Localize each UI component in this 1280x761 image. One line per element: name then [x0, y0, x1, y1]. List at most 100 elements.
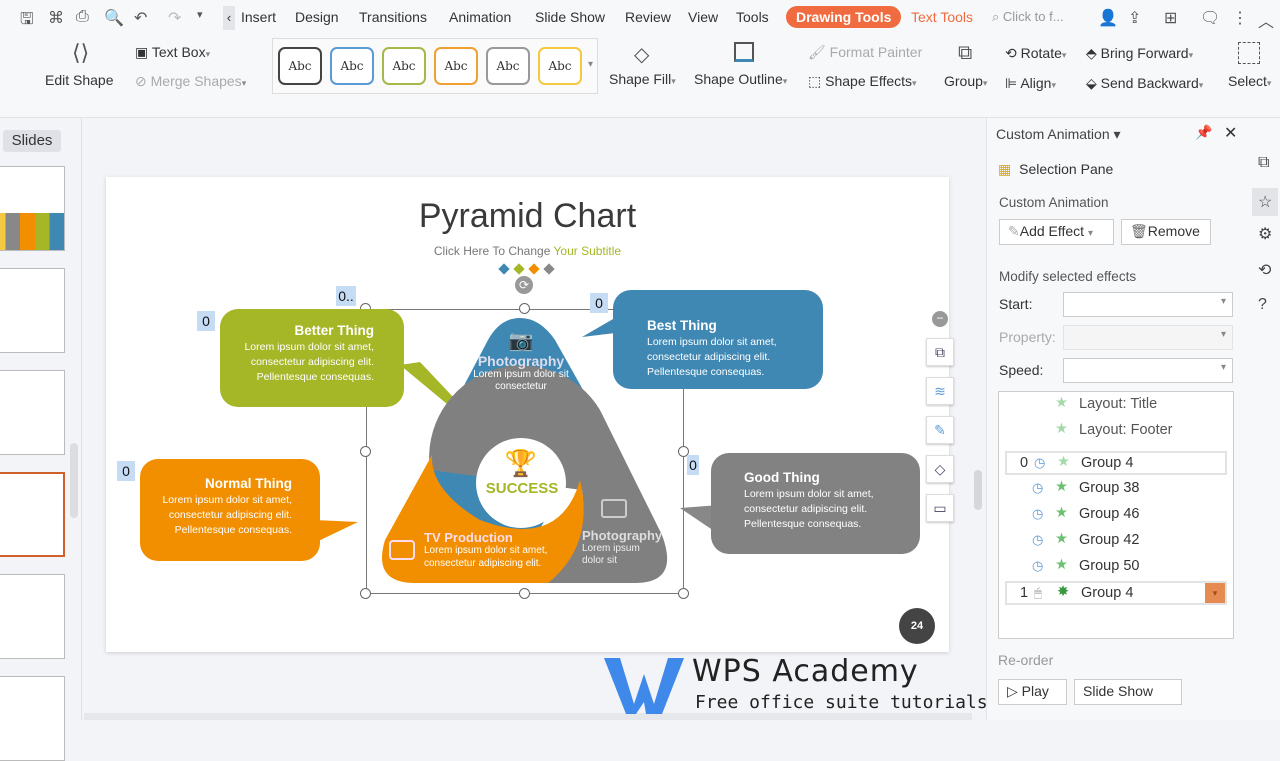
- text-box-button[interactable]: ▣ Text Box▾: [135, 44, 211, 60]
- custom-animation-star-icon[interactable]: ☆: [1252, 188, 1279, 216]
- resize-handle[interactable]: [678, 588, 689, 599]
- shape-effects-button[interactable]: ⬚ Shape Effects▾: [808, 73, 917, 89]
- animation-tag[interactable]: 0: [117, 461, 135, 481]
- slide-thumbnail-selected[interactable]: [0, 472, 65, 557]
- format-painter-button[interactable]: 🖌 Format Painter: [808, 44, 922, 61]
- tab-design[interactable]: Design: [295, 9, 339, 25]
- list-item[interactable]: 0◷★Group 4: [1005, 451, 1227, 475]
- slide-thumbnail[interactable]: [0, 676, 65, 761]
- fill-icon[interactable]: ◇: [926, 455, 954, 483]
- resize-handle[interactable]: [678, 446, 689, 457]
- comment-icon[interactable]: 🗨: [1200, 10, 1221, 27]
- style-swatch[interactable]: Abc: [382, 47, 426, 85]
- print-preview-icon[interactable]: 🔍: [104, 10, 124, 27]
- animation-tag[interactable]: 0: [197, 311, 215, 331]
- slide-thumbnail[interactable]: [0, 268, 65, 353]
- history-icon[interactable]: ⟲: [1258, 262, 1272, 279]
- property-select[interactable]: [1063, 325, 1233, 350]
- tab-text-tools[interactable]: Text Tools: [911, 9, 973, 25]
- bring-forward-button[interactable]: ⬘ Bring Forward▾: [1086, 45, 1194, 61]
- layers-icon[interactable]: ≋: [926, 377, 954, 405]
- help-icon[interactable]: ?: [1258, 296, 1267, 313]
- search-box[interactable]: ⌕ Click to f...: [992, 9, 1064, 25]
- edit-shape-button[interactable]: Edit Shape: [45, 72, 114, 88]
- animation-tag[interactable]: 0: [590, 293, 608, 313]
- merge-shapes-button[interactable]: ⊘ Merge Shapes▾: [135, 73, 247, 89]
- slide-title[interactable]: Pyramid Chart: [418, 197, 637, 235]
- add-note-icon[interactable]: ⊞: [1164, 10, 1178, 27]
- scroll-tabs-left-button[interactable]: ‹: [223, 6, 235, 30]
- list-item[interactable]: ◷★Group 46: [1005, 504, 1227, 526]
- speed-select[interactable]: [1063, 358, 1233, 383]
- slide-thumbnail[interactable]: [0, 574, 65, 659]
- slides-scrollbar[interactable]: [70, 443, 78, 518]
- list-item[interactable]: ◷★Group 42: [1005, 530, 1227, 552]
- slide-thumbnail[interactable]: [0, 370, 65, 455]
- resize-handle[interactable]: [360, 588, 371, 599]
- send-backward-button[interactable]: ⬙ Send Backward▾: [1086, 75, 1204, 91]
- share-user-icon[interactable]: 👤: [1098, 10, 1118, 27]
- tab-transitions[interactable]: Transitions: [359, 9, 427, 25]
- format-icon[interactable]: ⌘: [48, 10, 64, 27]
- export-icon[interactable]: ⇪: [1128, 10, 1142, 27]
- resize-handle[interactable]: [519, 588, 530, 599]
- more-icon[interactable]: ⋮: [1232, 10, 1248, 27]
- item-dropdown-button[interactable]: ▾: [1205, 583, 1225, 603]
- style-swatch[interactable]: Abc: [278, 47, 322, 85]
- list-item[interactable]: ★Layout: Title: [1005, 394, 1227, 416]
- tab-review[interactable]: Review: [625, 9, 671, 25]
- save-icon[interactable]: 🖫: [20, 11, 34, 28]
- shape-fill-button[interactable]: Shape Fill▾: [609, 71, 676, 87]
- list-item[interactable]: ★Layout: Footer: [1005, 420, 1227, 442]
- slide-thumbnail[interactable]: [0, 166, 65, 251]
- canvas-scrollbar[interactable]: [974, 470, 982, 510]
- resize-handle[interactable]: [519, 303, 530, 314]
- properties-icon[interactable]: ⚙: [1258, 226, 1273, 243]
- style-swatch[interactable]: Abc: [330, 47, 374, 85]
- group-button[interactable]: Group▾: [944, 73, 988, 89]
- collapse-toolbar-icon[interactable]: −: [932, 311, 948, 327]
- customize-icon[interactable]: ▾: [197, 9, 203, 21]
- list-item-selected[interactable]: 1🖱✸Group 4▾: [1005, 581, 1227, 605]
- animation-tag[interactable]: 0: [687, 455, 699, 475]
- start-select[interactable]: [1063, 292, 1233, 317]
- selection-pane-button[interactable]: ▦ Selection Pane: [998, 161, 1113, 178]
- list-item[interactable]: ◷★Group 50: [1005, 556, 1227, 578]
- tab-insert[interactable]: Insert: [241, 9, 277, 25]
- slide-transition-icon[interactable]: ⧉: [1258, 154, 1270, 171]
- slide-show-button[interactable]: Slide Show: [1074, 679, 1182, 705]
- tab-drawing-tools[interactable]: Drawing Tools: [786, 6, 902, 28]
- success-label[interactable]: SUCCESS: [485, 480, 559, 497]
- close-icon[interactable]: ✕: [1224, 125, 1238, 142]
- animation-tag[interactable]: 0..: [336, 286, 356, 306]
- list-item[interactable]: ◷★Group 38: [1005, 478, 1227, 500]
- collapse-ribbon-icon[interactable]: ︿: [1258, 14, 1275, 31]
- notes-bar[interactable]: [84, 713, 972, 720]
- style-swatch[interactable]: Abc: [434, 47, 478, 85]
- style-swatch[interactable]: Abc: [538, 47, 582, 85]
- select-button[interactable]: Select▾: [1228, 73, 1272, 89]
- style-swatch[interactable]: Abc: [486, 47, 530, 85]
- add-effect-button[interactable]: ✎Add Effect ▾: [999, 219, 1114, 245]
- tab-slide-show[interactable]: Slide Show: [535, 9, 606, 25]
- pane-title-dropdown[interactable]: Custom Animation ▾: [996, 126, 1121, 142]
- resize-handle[interactable]: [360, 446, 371, 457]
- rotate-handle-icon[interactable]: ⟳: [515, 276, 533, 294]
- slide-subtitle[interactable]: Click Here To Change Your Subtitle: [106, 244, 949, 258]
- tab-animation[interactable]: Animation: [449, 9, 512, 25]
- outline-icon[interactable]: ▭: [926, 494, 954, 522]
- print-icon[interactable]: ⎙: [76, 8, 89, 25]
- combine-shapes-icon[interactable]: ⧉: [926, 338, 954, 366]
- rotate-button[interactable]: ⟲ Rotate▾: [1005, 45, 1067, 61]
- shape-outline-button[interactable]: Shape Outline▾: [694, 71, 788, 87]
- tab-tools[interactable]: Tools: [736, 9, 769, 25]
- pin-icon[interactable]: 📌: [1195, 124, 1213, 140]
- align-button[interactable]: ⊫ Align▾: [1005, 75, 1056, 91]
- undo-icon[interactable]: ↶: [134, 10, 148, 27]
